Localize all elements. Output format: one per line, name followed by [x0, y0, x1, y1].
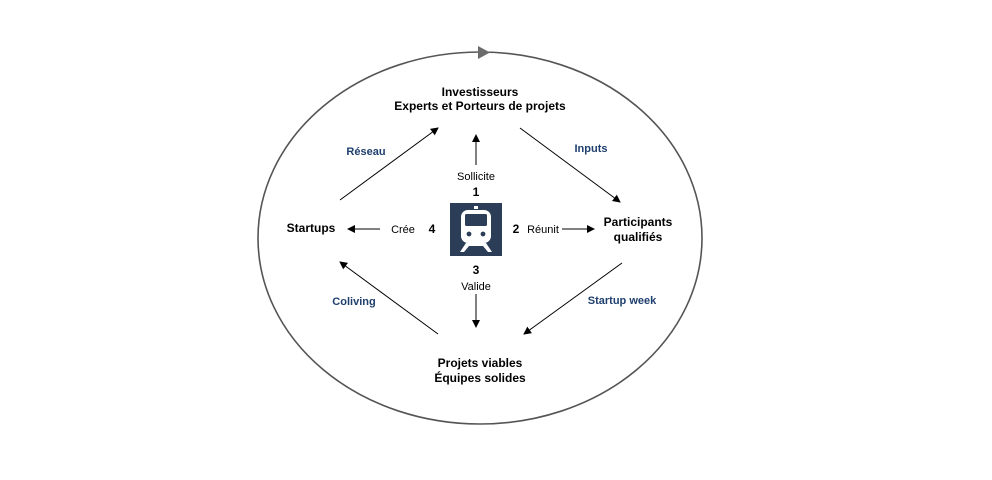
- edge-label-reseau: Réseau: [346, 146, 385, 158]
- node-participants-line2: qualifiés: [614, 230, 663, 244]
- step-3-label: Valide: [461, 281, 491, 293]
- step-2-label: Réunit: [527, 224, 559, 236]
- step-3-number: 3: [473, 263, 480, 277]
- node-investors-line2: Experts et Porteurs de projets: [394, 99, 566, 113]
- arrow-investors-to-participants: [519, 127, 621, 203]
- train-icon: [450, 203, 502, 256]
- node-projects-line1: Projets viables: [438, 356, 523, 370]
- arrow-participants-to-projects: [523, 262, 623, 335]
- arrow-startups-to-investors: [339, 127, 439, 201]
- step-1-number: 1: [473, 185, 480, 199]
- edge-label-startup-week: Startup week: [588, 295, 657, 307]
- edge-label-inputs: Inputs: [575, 143, 608, 155]
- step-1-label: Sollicite: [457, 171, 495, 183]
- arrow-projects-to-startups: [339, 261, 439, 335]
- edge-label-coliving: Coliving: [332, 296, 375, 308]
- step-2-number: 2: [513, 222, 520, 236]
- node-startups: Startups: [287, 221, 336, 235]
- cycle-direction-arrow-icon: [478, 46, 490, 59]
- node-investors-line1: Investisseurs: [442, 85, 519, 99]
- node-participants-line1: Participants: [604, 215, 673, 229]
- node-projects-line2: Équipes solides: [434, 370, 526, 385]
- step-4-number: 4: [429, 222, 436, 236]
- step-4-label: Crée: [391, 224, 415, 236]
